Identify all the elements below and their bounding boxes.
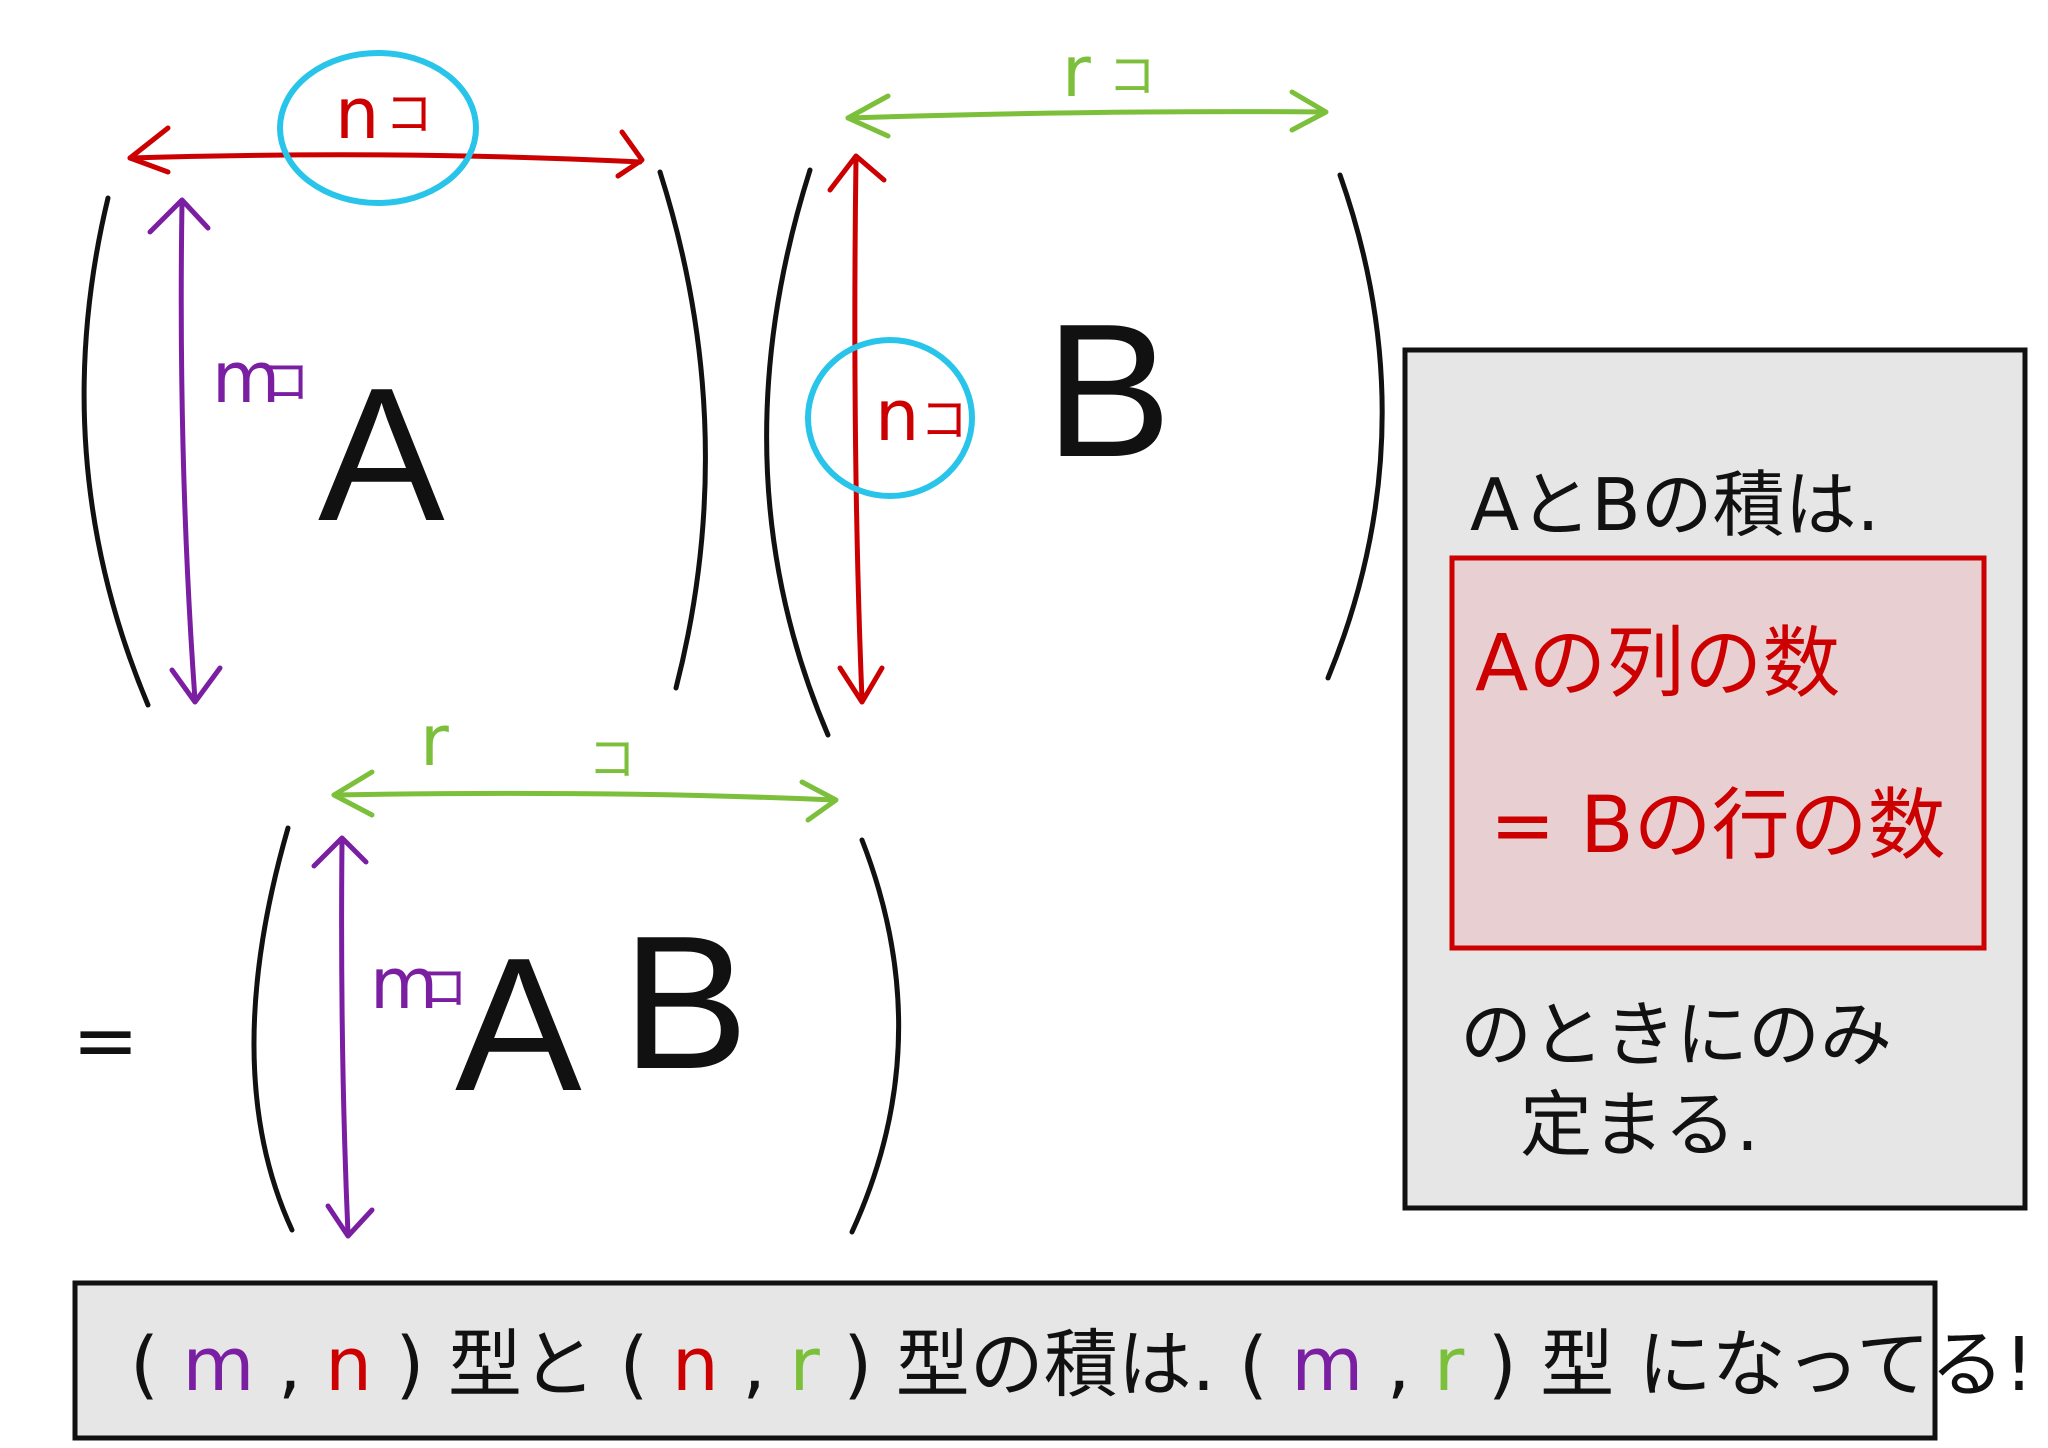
kata-3: 型 bbox=[1540, 1322, 1614, 1408]
paren-open-1: ( bbox=[130, 1322, 159, 1408]
product-right-bracket bbox=[849, 837, 902, 1235]
bottom-box-text: ( m , n ) 型と ( n , r ) 型の積は. ( m , r ) 型… bbox=[130, 1322, 2034, 1408]
paren-close-3: ) bbox=[1488, 1322, 1517, 1408]
product-rows-suffix: コ bbox=[420, 960, 468, 1016]
product-cols-arrow bbox=[331, 769, 839, 823]
product-rows-arrow bbox=[311, 835, 375, 1239]
matrix-b-label: B bbox=[1045, 285, 1172, 497]
matrix-b: r コ n コ B bbox=[764, 31, 1385, 738]
matrix-a-label: A bbox=[318, 349, 445, 561]
kata-1: 型と bbox=[448, 1322, 596, 1408]
condition-line-2: = Bの行の数 bbox=[1490, 781, 1946, 871]
note-box: AとBの積は. Aの列の数 = Bの行の数 のときにのみ 定まる. bbox=[1402, 347, 2028, 1211]
matrix-a-cols-highlight-circle bbox=[277, 50, 479, 206]
condition-line-1: Aの列の数 bbox=[1475, 619, 1840, 709]
matrix-b-rows-suffix: コ bbox=[920, 392, 968, 448]
paren-open-2: ( bbox=[619, 1322, 648, 1408]
n-1: n bbox=[325, 1322, 372, 1408]
matrix-a-cols-suffix: コ bbox=[385, 86, 433, 142]
matrix-a-rows-arrow bbox=[147, 197, 223, 705]
matrix-b-cols-arrow bbox=[845, 89, 1329, 139]
matrix-b-rows-label: n bbox=[875, 375, 919, 457]
matrix-a-cols-label: n bbox=[335, 73, 379, 155]
matrix-b-cols-suffix: コ bbox=[1108, 48, 1156, 104]
matrix-a-rows-suffix: コ bbox=[262, 354, 310, 410]
matrix-a: n コ m コ A bbox=[81, 50, 708, 708]
note-line-3: 定まる. bbox=[1520, 1083, 1759, 1167]
matrix-a-rows-label: m bbox=[212, 337, 280, 419]
condition-box bbox=[1449, 555, 1987, 951]
matrix-b-left-bracket bbox=[764, 167, 831, 738]
product-cols-label: r bbox=[420, 700, 449, 782]
matrix-b-rows-arrow bbox=[827, 153, 887, 705]
kata-2: 型の積は. bbox=[896, 1322, 1216, 1408]
note-line-2: のときにのみ bbox=[1460, 993, 1892, 1077]
equals-sign: = bbox=[72, 994, 139, 1087]
r-2: r bbox=[789, 1322, 820, 1408]
comma-1: , bbox=[278, 1322, 302, 1408]
bottom-box: ( m , n ) 型と ( n , r ) 型の積は. ( m , r ) 型… bbox=[72, 1280, 2034, 1441]
matrix-b-rows-highlight-circle bbox=[805, 337, 975, 499]
product-cols-suffix: コ bbox=[588, 731, 636, 787]
comma-2: , bbox=[742, 1322, 766, 1408]
tail: になってる! bbox=[1638, 1322, 2034, 1408]
product-rows-label: m bbox=[370, 943, 438, 1025]
r-3: r bbox=[1434, 1322, 1465, 1408]
product-label-b: B bbox=[622, 897, 749, 1109]
paren-close-1: ) bbox=[396, 1322, 425, 1408]
m-1: m bbox=[182, 1322, 254, 1408]
comma-3: , bbox=[1387, 1322, 1411, 1408]
paren-close-2: ) bbox=[843, 1322, 872, 1408]
paren-open-3: ( bbox=[1239, 1322, 1268, 1408]
m-3: m bbox=[1291, 1322, 1363, 1408]
note-line-1: AとBの積は. bbox=[1470, 463, 1880, 547]
product-label-a: A bbox=[455, 919, 582, 1131]
matrix-b-right-bracket bbox=[1325, 172, 1385, 681]
bottom-box-background bbox=[72, 1280, 1938, 1441]
matrix-a-left-bracket bbox=[81, 195, 151, 708]
matrix-b-cols-label: r bbox=[1062, 31, 1091, 113]
matrix-a-cols-arrow bbox=[127, 125, 645, 179]
product-matrix: = r コ m コ A B bbox=[72, 700, 902, 1239]
product-left-bracket bbox=[251, 825, 295, 1233]
n-2: n bbox=[672, 1322, 719, 1408]
matrix-a-right-bracket bbox=[657, 169, 708, 691]
